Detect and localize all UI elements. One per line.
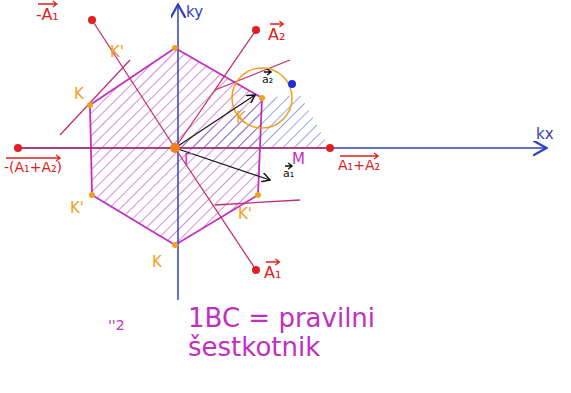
vector-label: A₂ xyxy=(268,26,285,44)
lattice-lines xyxy=(18,20,330,270)
point-label: Γ xyxy=(184,152,192,169)
vector-a2 xyxy=(175,95,255,148)
axis-label: kx xyxy=(536,126,554,143)
wedge-hatch xyxy=(175,95,330,148)
vector-label: -A₁ xyxy=(36,6,59,24)
note-text: 1BC = pravilni šestkotnik xyxy=(188,304,408,361)
axis-label: ky xyxy=(186,4,203,21)
point-label: K xyxy=(74,86,84,103)
vector-a1 xyxy=(175,148,270,180)
vector-label: a₁ xyxy=(283,168,294,180)
point-label: K xyxy=(236,110,246,127)
kx-axis xyxy=(14,147,545,149)
vector-label: -(A₁+A₂) xyxy=(4,160,62,175)
point-label: K' xyxy=(238,206,252,223)
vector-label: A₁+A₂ xyxy=(338,158,380,173)
lattice-points xyxy=(14,16,334,274)
note-mark: ''2 xyxy=(108,318,125,333)
point-label: K xyxy=(152,254,162,271)
point-label: M xyxy=(292,151,305,168)
vector-label: A₁ xyxy=(264,264,281,282)
point-label: K' xyxy=(110,44,124,61)
point-label: K' xyxy=(70,200,84,217)
vector-label: a₂ xyxy=(262,74,273,86)
circle-mark xyxy=(232,68,292,128)
